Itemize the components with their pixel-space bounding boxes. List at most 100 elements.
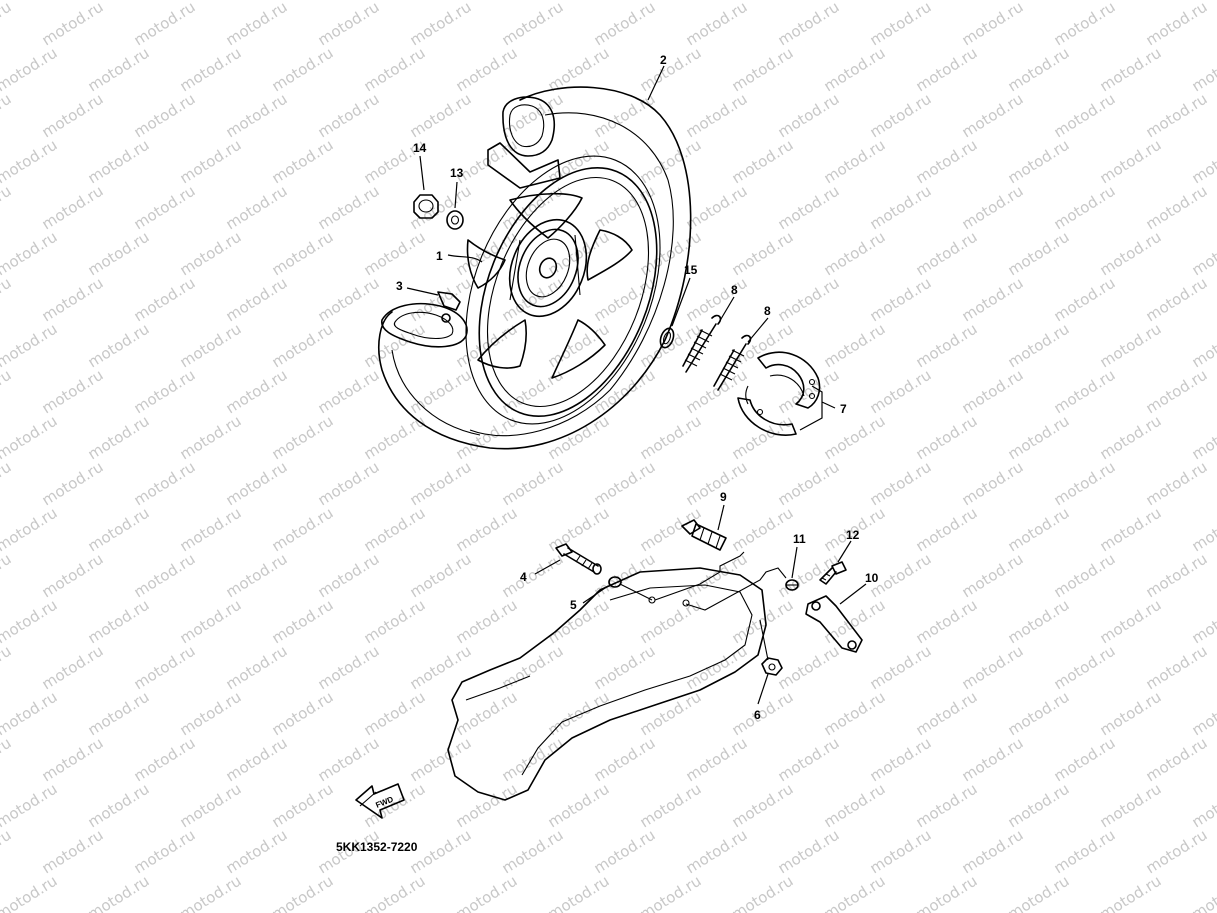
watermark-text: motod.ru (499, 550, 567, 602)
callout-1: 1 (436, 249, 443, 263)
watermark-text: motod.ru (775, 734, 843, 786)
watermark-text: motod.ru (683, 458, 751, 510)
watermark-text: motod.ru (361, 412, 429, 464)
watermark-text: motod.ru (775, 458, 843, 510)
watermark-text: motod.ru (729, 44, 797, 96)
watermark-text: motod.ru (637, 596, 705, 648)
spring-part-b (713, 334, 752, 391)
watermark-text: motod.ru (315, 642, 383, 694)
watermark-text: motod.ru (1189, 596, 1217, 648)
watermark-text: motod.ru (1005, 780, 1073, 832)
watermark-text: motod.ru (453, 596, 521, 648)
watermark-text: motod.ru (0, 0, 60, 3)
watermark-text: motod.ru (591, 90, 659, 142)
callout-12: 12 (846, 528, 860, 542)
watermark-text: motod.ru (39, 826, 107, 878)
watermark-text: motod.ru (269, 688, 337, 740)
watermark-text: motod.ru (223, 0, 291, 49)
watermark-text: motod.ru (0, 596, 60, 648)
watermark-text: motod.ru (453, 504, 521, 556)
watermark-text: motod.ru (775, 182, 843, 234)
watermark-text: motod.ru (131, 90, 199, 142)
watermark-text: motod.ru (959, 366, 1027, 418)
watermark-text: motod.ru (913, 596, 981, 648)
watermark-text: motod.ru (223, 458, 291, 510)
watermark-text: motod.ru (913, 136, 981, 188)
watermark-text: motod.ru (315, 734, 383, 786)
watermark-text: motod.ru (591, 550, 659, 602)
watermark-text: motod.ru (867, 274, 935, 326)
watermark-text: motod.ru (131, 642, 199, 694)
watermark-text: motod.ru (0, 274, 14, 326)
watermark-text: motod.ru (269, 136, 337, 188)
watermark-text: motod.ru (39, 734, 107, 786)
watermark-text: motod.ru (591, 0, 659, 49)
watermark-text: motod.ru (85, 44, 153, 96)
watermark-text: motod.ru (1097, 780, 1165, 832)
watermark-text: motod.ru (913, 412, 981, 464)
watermark-text: motod.ru (1051, 550, 1119, 602)
watermark-text: motod.ru (269, 596, 337, 648)
watermark-text: motod.ru (913, 228, 981, 280)
watermark-text: motod.ru (1051, 826, 1119, 878)
watermark-text: motod.ru (545, 688, 613, 740)
watermark-text: motod.ru (85, 320, 153, 372)
watermark-text: motod.ru (637, 872, 705, 913)
watermark-text: motod.ru (683, 274, 751, 326)
watermark-text: motod.ru (729, 688, 797, 740)
watermark-text: motod.ru (959, 182, 1027, 234)
callout-13: 13 (450, 166, 464, 180)
watermark-text: motod.ru (1143, 826, 1211, 878)
watermark-text: motod.ru (1051, 90, 1119, 142)
watermark-text: motod.ru (223, 826, 291, 878)
watermark-text: motod.ru (177, 44, 245, 96)
watermark-text: motod.ru (407, 366, 475, 418)
callout-9: 9 (720, 490, 727, 504)
watermark-text: motod.ru (85, 412, 153, 464)
watermark-text: motod.ru (361, 688, 429, 740)
callout-8b: 8 (764, 304, 771, 318)
watermark-text: motod.ru (269, 872, 337, 913)
o-ring-part (608, 576, 622, 588)
watermark-text: motod.ru (913, 688, 981, 740)
watermark-text: motod.ru (499, 366, 567, 418)
watermark-text: motod.ru (85, 780, 153, 832)
watermark-text: motod.ru (0, 504, 60, 556)
watermark-text: motod.ru (177, 596, 245, 648)
watermark-text: motod.ru (361, 44, 429, 96)
watermark-text: motod.ru (637, 688, 705, 740)
callout-6: 6 (754, 708, 761, 722)
watermark-text: motod.ru (1143, 182, 1211, 234)
watermark-text: motod.ru (545, 872, 613, 913)
watermark-text: motod.ru (867, 366, 935, 418)
watermark-text: motod.ru (1189, 412, 1217, 464)
watermark-text: motod.ru (131, 182, 199, 234)
watermark-text: motod.ru (683, 182, 751, 234)
watermark-text: motod.ru (959, 642, 1027, 694)
fwd-arrow-icon: FWD (355, 783, 405, 819)
watermark-text: motod.ru (177, 872, 245, 913)
watermark-text: motod.ru (1189, 320, 1217, 372)
watermark-text: motod.ru (729, 136, 797, 188)
axle-nut-part (413, 194, 439, 219)
watermark-text: motod.ru (1051, 366, 1119, 418)
watermark-text: motod.ru (729, 780, 797, 832)
watermark-text: motod.ru (775, 274, 843, 326)
watermark-text: motod.ru (223, 366, 291, 418)
watermark-text: motod.ru (131, 826, 199, 878)
watermark-text: motod.ru (177, 780, 245, 832)
watermark-text: motod.ru (1143, 550, 1211, 602)
watermark-text: motod.ru (0, 872, 60, 913)
watermark-text: motod.ru (407, 550, 475, 602)
watermark-text: motod.ru (0, 412, 60, 464)
watermark-text: motod.ru (1051, 0, 1119, 49)
callout-15: 15 (684, 263, 698, 277)
watermark-text: motod.ru (223, 550, 291, 602)
callout-7: 7 (840, 402, 847, 416)
watermark-text: motod.ru (85, 136, 153, 188)
watermark-text: motod.ru (1097, 228, 1165, 280)
watermark-text: motod.ru (1143, 0, 1211, 49)
